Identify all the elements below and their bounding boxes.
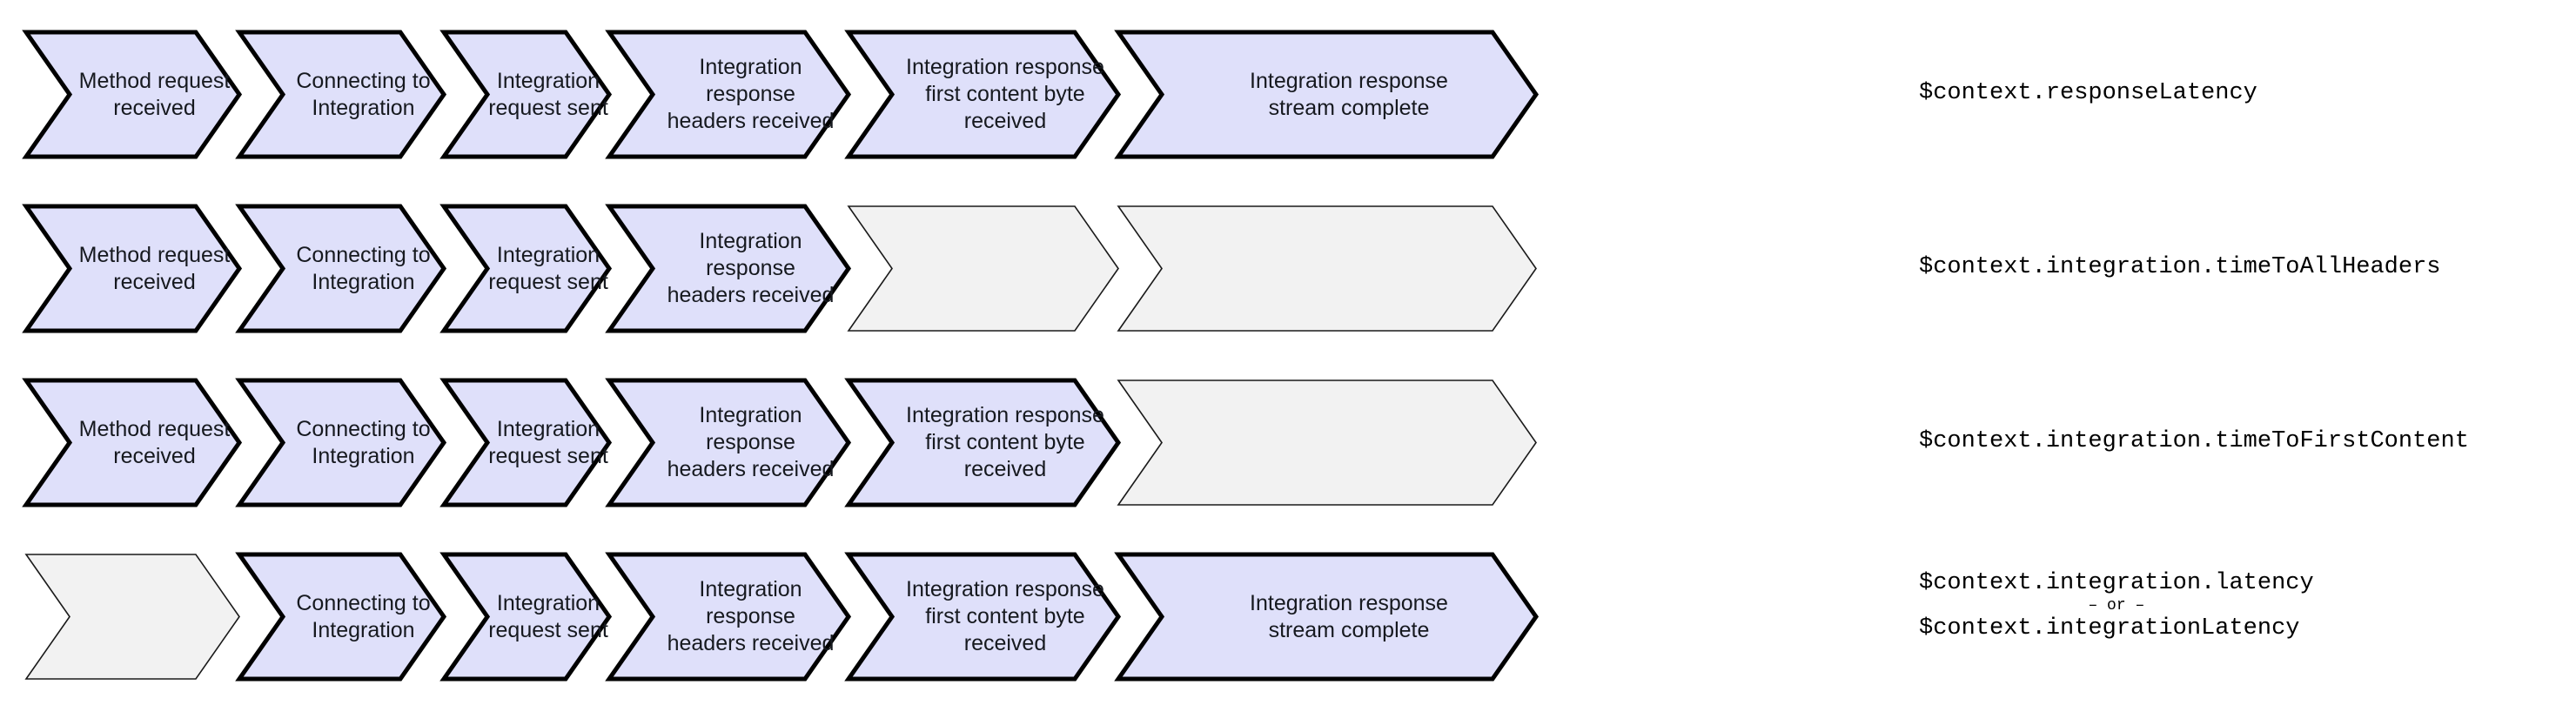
chevron-segment-active xyxy=(235,30,447,159)
context-variable-label: $context.integration.timeToAllHeaders xyxy=(1919,253,2441,280)
chevron-segment-active xyxy=(439,552,613,682)
chevron-segment-active xyxy=(1114,30,1540,159)
chevron-segment-active xyxy=(605,552,852,682)
chevron-segment-active xyxy=(235,204,447,333)
chevron-segment-active xyxy=(439,378,613,507)
chevron-segment-inactive xyxy=(1117,380,1537,506)
chevron-segment-active xyxy=(235,378,447,507)
chevron-segment-active xyxy=(22,204,243,333)
context-variable-label: $context.responseLatency xyxy=(1919,79,2257,106)
chevron-segment-active xyxy=(235,552,447,682)
chevron-segment-active xyxy=(844,552,1122,682)
chevron-segment-inactive xyxy=(1117,205,1537,332)
chevron-segment-active xyxy=(605,378,852,507)
chevron-segment-inactive xyxy=(24,554,240,680)
context-variable-label-group: $context.integration.latency– or –$conte… xyxy=(1919,572,2314,641)
context-variable-label: $context.integration.timeToFirstContent xyxy=(1919,427,2469,454)
context-variable-label-alternate: $context.integrationLatency xyxy=(1919,615,2300,641)
chevron-segment-active xyxy=(439,30,613,159)
chevron-segment-active xyxy=(439,204,613,333)
chevron-segment-active xyxy=(22,378,243,507)
chevron-segment-active xyxy=(605,204,852,333)
chevron-segment-active xyxy=(1114,552,1540,682)
chevron-segment-active xyxy=(844,30,1122,159)
context-variable-label-primary: $context.integration.latency xyxy=(1919,570,2314,596)
chevron-segment-active xyxy=(22,30,243,159)
chevron-segment-active xyxy=(605,30,852,159)
chevron-segment-inactive xyxy=(847,205,1119,332)
chevron-segment-active xyxy=(844,378,1122,507)
or-separator: – or – xyxy=(2088,597,2145,615)
